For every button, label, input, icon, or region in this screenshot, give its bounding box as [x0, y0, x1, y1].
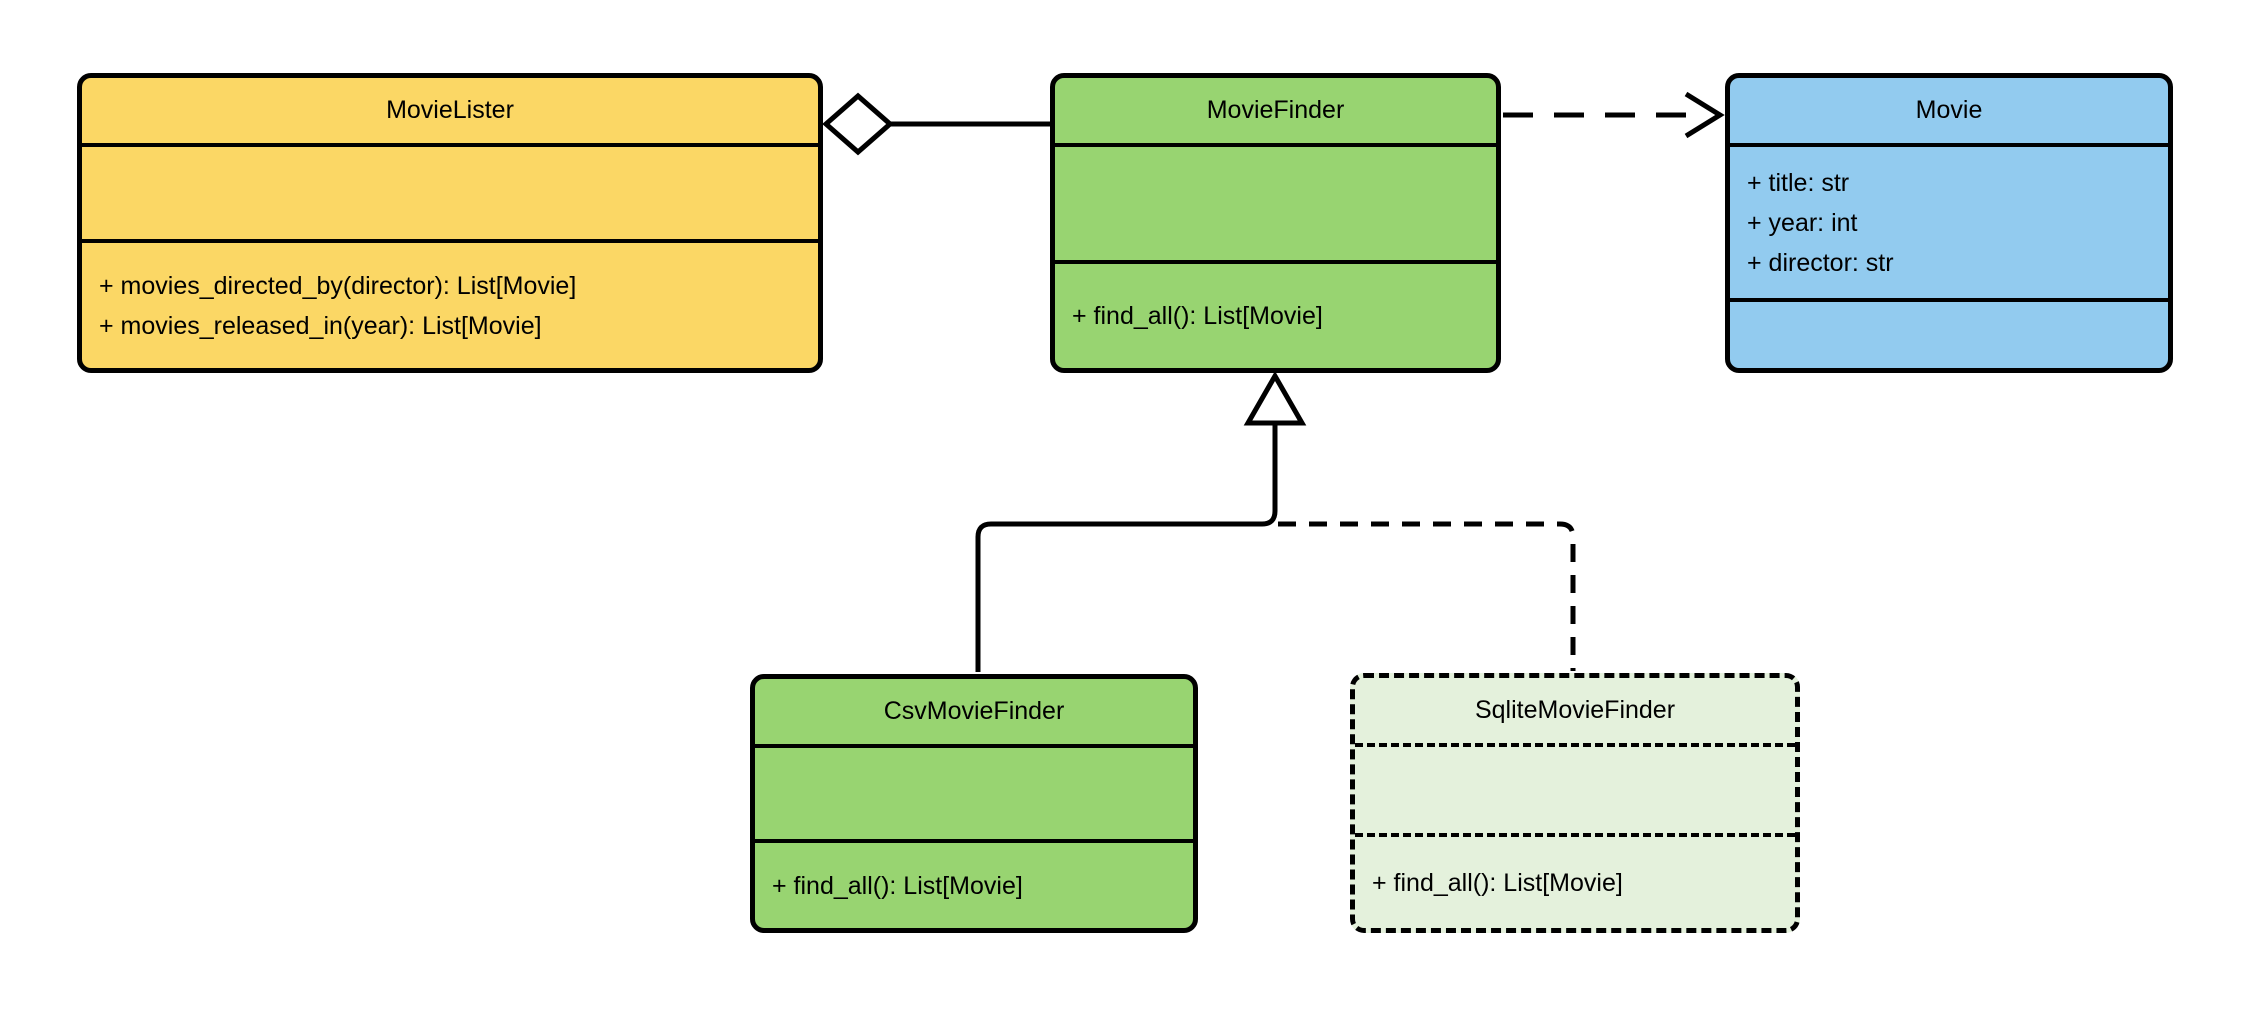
- methods-compartment: + find_all(): List[Movie]: [1355, 833, 1795, 928]
- attributes-compartment: + title: str + year: int + director: str: [1730, 143, 2168, 298]
- generalization-connector-csv: [975, 370, 1307, 672]
- generalization-dashed-path: [1278, 521, 1576, 671]
- methods-compartment: + find_all(): List[Movie]: [1055, 260, 1496, 368]
- class-title: MovieFinder: [1206, 96, 1345, 124]
- aggregation-diamond-icon: [822, 92, 894, 156]
- class-csvmoviefinder: CsvMovieFinder + find_all(): List[Movie]: [750, 674, 1198, 933]
- hollow-triangle-icon: [1243, 370, 1307, 426]
- aggregation-connector: [822, 92, 1052, 156]
- open-arrowhead-icon: [1684, 91, 1725, 139]
- class-moviefinder: MovieFinder + find_all(): List[Movie]: [1050, 73, 1501, 373]
- generalization-solid-path: [975, 423, 1278, 672]
- method-label: + find_all(): List[Movie]: [1372, 868, 1623, 897]
- class-title: CsvMovieFinder: [883, 697, 1065, 725]
- method-label: + movies_directed_by(director): List[Mov…: [99, 271, 577, 300]
- class-title: Movie: [1915, 96, 1983, 124]
- class-movielister: MovieLister + movies_directed_by(directo…: [77, 73, 823, 373]
- generalization-connector-sqlite: [1278, 521, 1576, 671]
- attributes-compartment: [82, 143, 818, 239]
- class-title: SqliteMovieFinder: [1474, 696, 1676, 724]
- attributes-compartment: [1055, 143, 1496, 260]
- class-movie: Movie + title: str + year: int + directo…: [1725, 73, 2173, 373]
- method-label: + find_all(): List[Movie]: [1072, 302, 1323, 330]
- dependency-connector: [1503, 91, 1725, 139]
- method-label: + movies_released_in(year): List[Movie]: [99, 311, 542, 340]
- class-title: MovieLister: [386, 96, 514, 124]
- method-label: + find_all(): List[Movie]: [772, 871, 1023, 900]
- class-sqlitemoviefinder: SqliteMovieFinder + find_all(): List[Mov…: [1350, 673, 1800, 933]
- attributes-compartment: [1355, 743, 1795, 833]
- attribute-label: + year: int: [1747, 208, 1858, 237]
- methods-compartment: [1730, 298, 2168, 368]
- attributes-compartment: [755, 744, 1193, 839]
- attribute-label: + director: str: [1747, 248, 1894, 277]
- methods-compartment: + movies_directed_by(director): List[Mov…: [82, 239, 818, 368]
- attribute-label: + title: str: [1747, 168, 1850, 197]
- methods-compartment: + find_all(): List[Movie]: [755, 839, 1193, 928]
